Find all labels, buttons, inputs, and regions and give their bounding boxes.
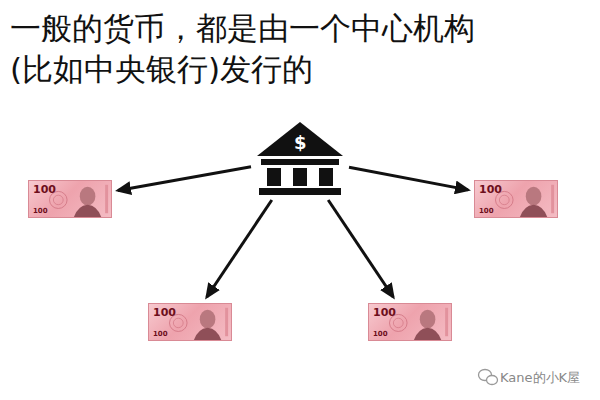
note-stripe bbox=[225, 308, 228, 336]
denomination-small: 100 bbox=[373, 331, 388, 338]
banknote: 100 100 bbox=[148, 303, 232, 341]
note-stripe bbox=[105, 185, 108, 213]
bank-node: $ bbox=[255, 120, 345, 196]
denomination-large: 100 bbox=[479, 184, 502, 195]
denomination-large: 100 bbox=[373, 307, 396, 318]
arrow-connector bbox=[118, 167, 251, 191]
wechat-icon bbox=[479, 370, 498, 385]
bank-base bbox=[259, 188, 341, 195]
note-stripe bbox=[445, 308, 448, 336]
bank-roof bbox=[257, 122, 343, 156]
bank-symbol: $ bbox=[294, 134, 307, 152]
portrait-body bbox=[194, 328, 221, 340]
portrait-body bbox=[74, 205, 101, 217]
bank-column bbox=[267, 168, 281, 186]
portrait-body bbox=[414, 328, 441, 340]
bank-beam bbox=[261, 159, 339, 165]
portrait-face bbox=[80, 187, 96, 206]
title-text: 一般的货币，都是由一个中心机构 (比如中央银行)发行的 bbox=[10, 8, 500, 90]
portrait-face bbox=[200, 310, 216, 329]
note-pattern bbox=[499, 195, 509, 204]
denomination-small: 100 bbox=[153, 331, 168, 338]
banknote: 100 100 bbox=[474, 180, 558, 218]
portrait-face bbox=[526, 187, 542, 206]
banknote: 100 100 bbox=[368, 303, 452, 341]
denomination-large: 100 bbox=[153, 307, 176, 318]
denomination-small: 100 bbox=[33, 208, 48, 215]
note-pattern bbox=[53, 195, 63, 204]
arrow-connector bbox=[349, 167, 468, 190]
note-pattern bbox=[173, 318, 183, 327]
arrow-connector bbox=[328, 200, 393, 297]
denomination-large: 100 bbox=[33, 184, 56, 195]
arrow-connector bbox=[207, 200, 272, 297]
bank-column bbox=[293, 168, 307, 186]
note-stripe bbox=[551, 185, 554, 213]
denomination-small: 100 bbox=[479, 208, 494, 215]
bank-column bbox=[319, 168, 333, 186]
bank-icon bbox=[255, 120, 345, 196]
portrait-face bbox=[420, 310, 436, 329]
banknote: 100 100 bbox=[28, 180, 112, 218]
portrait-body bbox=[520, 205, 547, 217]
watermark-text: Kane的小K屋 bbox=[500, 369, 580, 387]
note-pattern bbox=[393, 318, 403, 327]
